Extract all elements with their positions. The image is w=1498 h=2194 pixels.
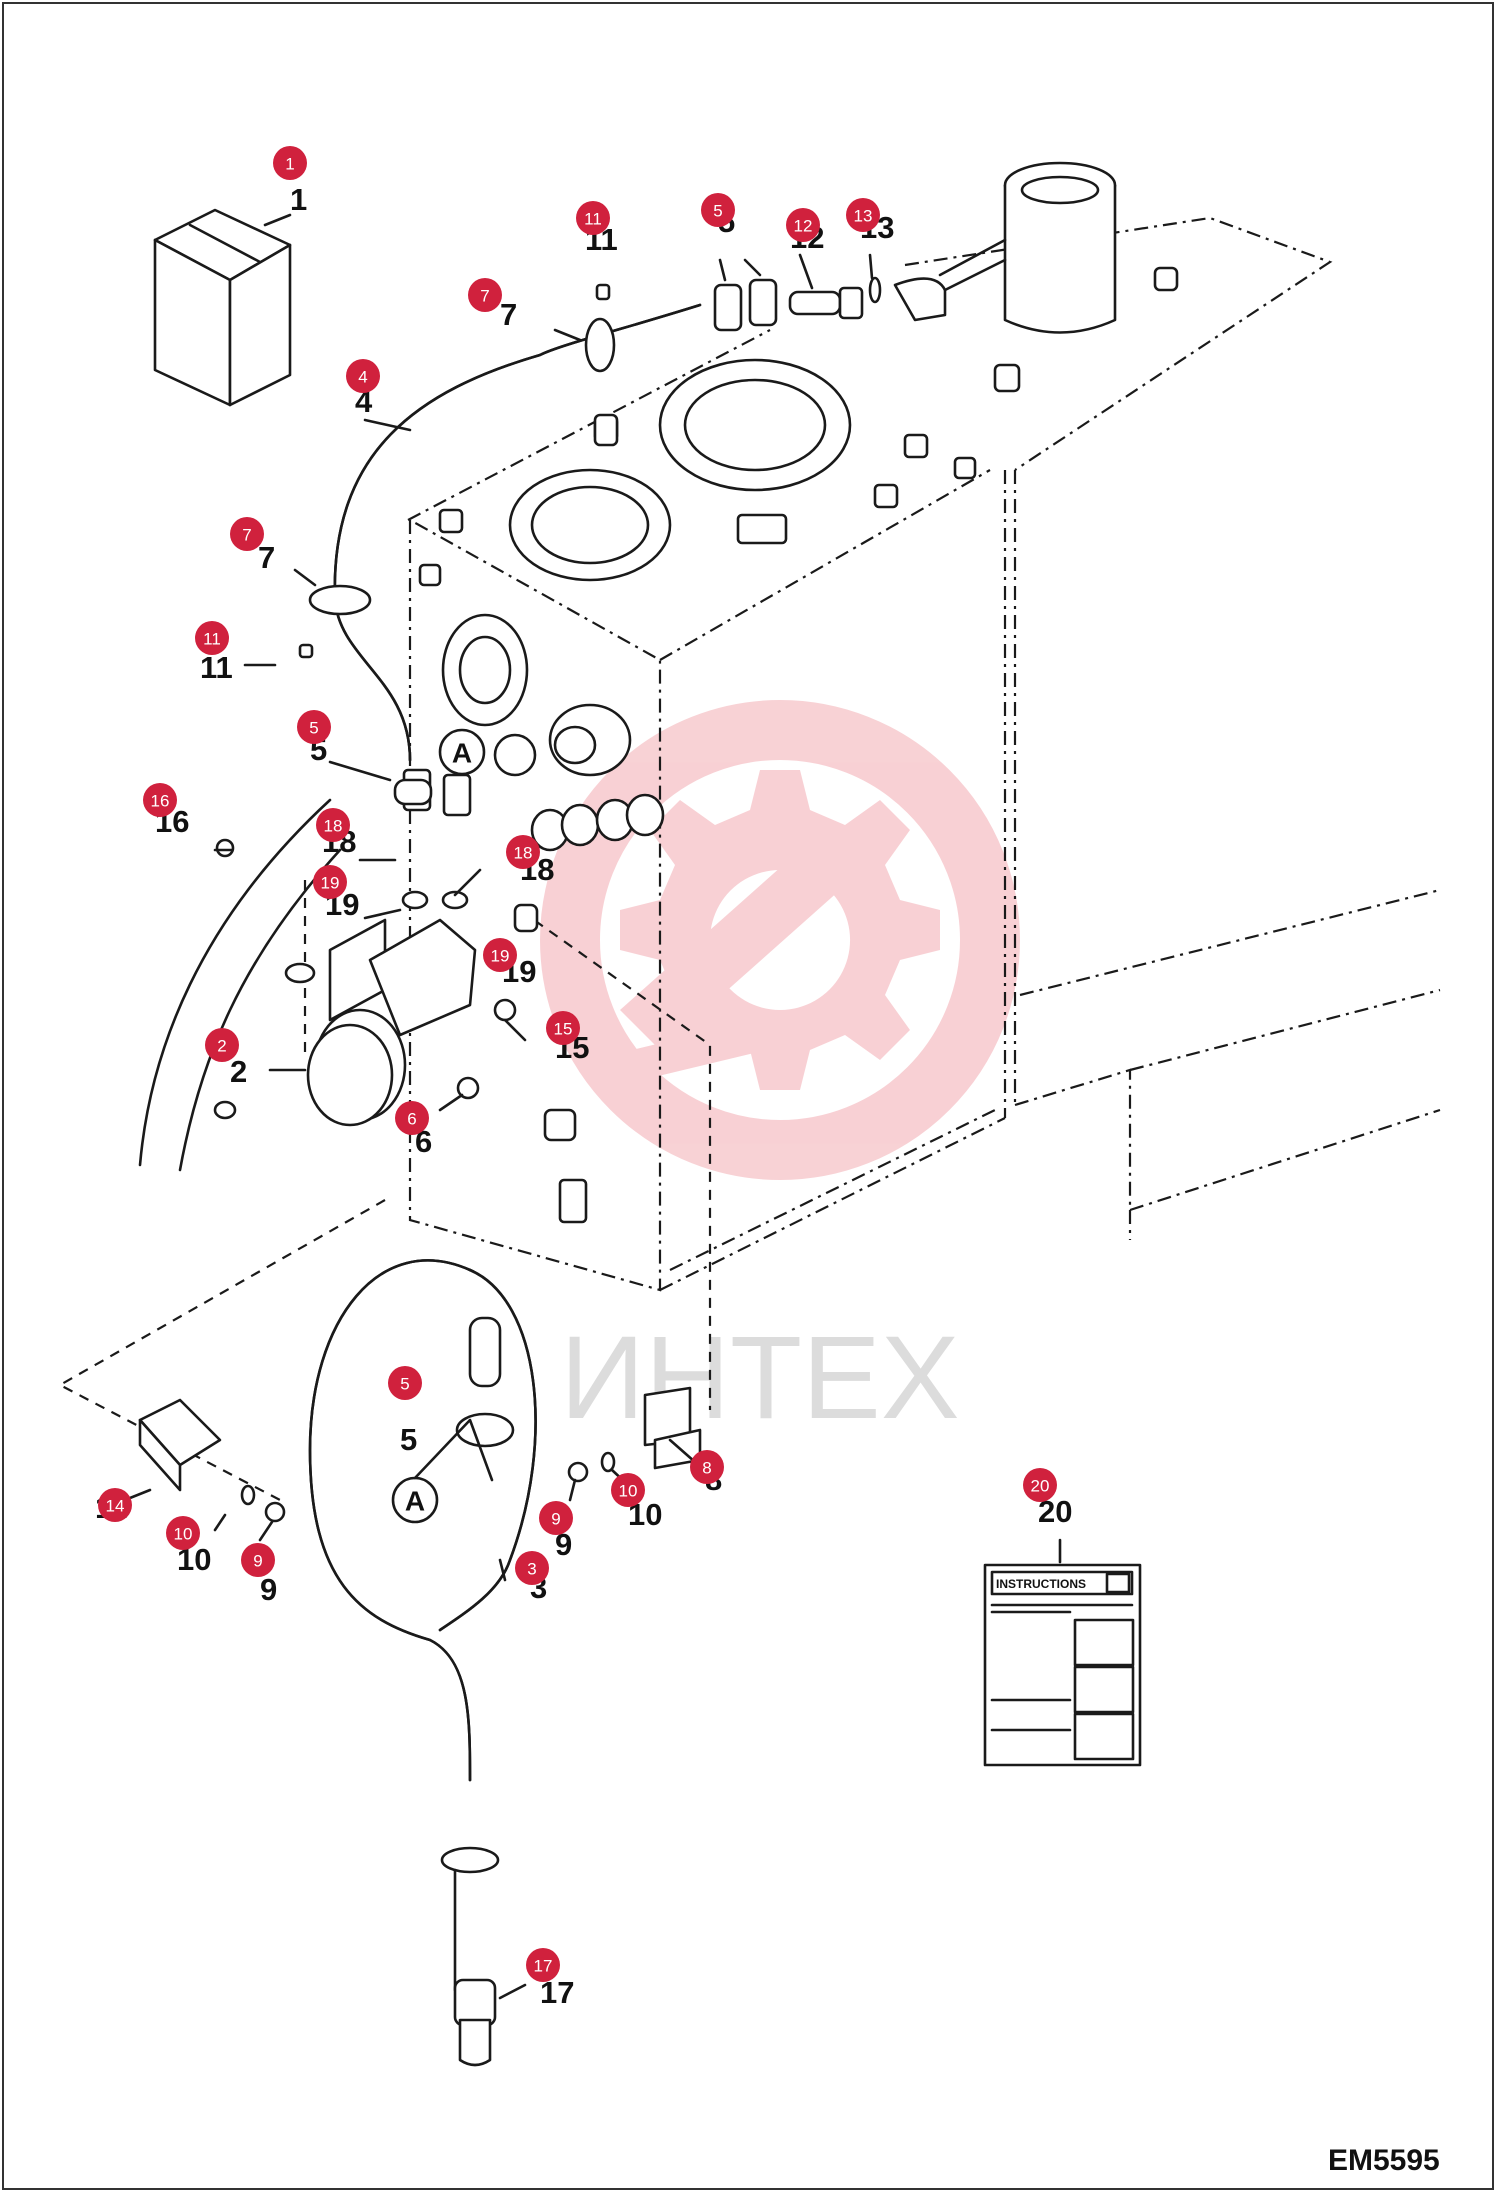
callout-badge-3: 3	[515, 1551, 549, 1585]
callout-badge-18a: 18	[316, 808, 350, 842]
watermark	[540, 700, 1020, 1180]
svg-text:6: 6	[407, 1110, 416, 1129]
svg-text:15: 15	[554, 1020, 573, 1039]
callout-badge-20: 20	[1023, 1468, 1057, 1502]
svg-text:1: 1	[285, 155, 294, 174]
callout-badge-18b: 18	[506, 835, 540, 869]
svg-text:4: 4	[358, 368, 367, 387]
watermark-gear-icon	[620, 770, 940, 1090]
callout-badge-16: 16	[143, 783, 177, 817]
part-number-11b: 11	[200, 650, 233, 685]
filler-neck	[993, 161, 1179, 393]
callout-badge-12: 12	[786, 208, 820, 242]
callout-badge-19b: 19	[483, 938, 517, 972]
callout-badge-14: 14	[98, 1488, 132, 1522]
svg-text:10: 10	[619, 1482, 638, 1501]
svg-text:12: 12	[794, 217, 813, 236]
filter-assembly	[213, 768, 517, 1127]
callout-badge-19a: 19	[313, 865, 347, 899]
svg-text:9: 9	[551, 1510, 560, 1529]
svg-text:11: 11	[584, 210, 602, 229]
section-marker-lower-label: A	[405, 1486, 425, 1517]
svg-text:13: 13	[854, 207, 873, 226]
tank-top	[418, 358, 977, 587]
part-number-7b: 7	[258, 540, 275, 575]
callout-badge-9b: 9	[241, 1543, 275, 1577]
svg-text:10: 10	[174, 1525, 193, 1544]
callout-badges: 1 2 3 4 5 5 5 6 7 7 8 9 9 10 10 11 11 12…	[98, 146, 1057, 1982]
svg-text:2: 2	[217, 1037, 226, 1056]
callout-badge-17: 17	[526, 1948, 560, 1982]
callout-badge-8: 8	[690, 1450, 724, 1484]
callout-badge-4: 4	[346, 359, 380, 393]
callout-badge-10b: 10	[166, 1516, 200, 1550]
section-marker-lower: A	[391, 1418, 494, 1524]
lower-hose	[308, 1259, 537, 2067]
callout-badge-7b: 7	[230, 517, 264, 551]
part-number-9b: 9	[260, 1572, 277, 1607]
upper-fittings	[713, 238, 1007, 332]
svg-text:14: 14	[106, 1497, 125, 1516]
callout-badge-5a: 5	[701, 193, 735, 227]
part-number-9a: 9	[555, 1527, 572, 1562]
callout-badge-6: 6	[395, 1101, 429, 1135]
svg-text:5: 5	[309, 719, 318, 738]
svg-text:19: 19	[491, 947, 510, 966]
callout-badge-5c: 5	[388, 1366, 422, 1400]
watermark-text: ИНТЕХ	[560, 1312, 960, 1444]
callout-badge-13: 13	[846, 198, 880, 232]
callout-badge-11a: 11	[576, 201, 610, 235]
instruction-card: INSTRUCTIONS	[983, 1538, 1142, 1767]
svg-text:3: 3	[527, 1560, 536, 1579]
svg-text:16: 16	[151, 792, 170, 811]
part-number-7a: 7	[500, 297, 517, 332]
part-number-1: 1	[290, 182, 307, 217]
tank-side-ports	[441, 613, 665, 1224]
svg-text:18: 18	[324, 817, 343, 836]
callout-badge-10a: 10	[611, 1473, 645, 1507]
instruction-card-title: INSTRUCTIONS	[996, 1577, 1086, 1591]
svg-text:5: 5	[713, 202, 722, 221]
leader-lines	[123, 213, 874, 2000]
svg-text:7: 7	[480, 287, 489, 306]
part-number-5c: 5	[400, 1422, 417, 1457]
svg-text:9: 9	[253, 1552, 262, 1571]
callout-badge-9a: 9	[539, 1501, 573, 1535]
svg-text:17: 17	[534, 1957, 553, 1976]
section-marker-upper-label: A	[452, 738, 472, 769]
part-number-2: 2	[230, 1054, 247, 1089]
callout-badge-1: 1	[273, 146, 307, 180]
callout-badge-11b: 11	[195, 621, 229, 655]
callout-badge-15: 15	[546, 1011, 580, 1045]
drawing-code: EM5595	[1328, 2144, 1440, 2177]
section-marker-upper: A	[438, 728, 486, 776]
part-number-4: 4	[355, 384, 373, 419]
svg-text:18: 18	[514, 844, 533, 863]
svg-text:8: 8	[702, 1459, 711, 1478]
callout-badge-5b: 5	[297, 710, 331, 744]
callout-badge-2: 2	[205, 1028, 239, 1062]
callout-badge-7a: 7	[468, 278, 502, 312]
svg-text:7: 7	[242, 526, 251, 545]
svg-text:5: 5	[400, 1375, 409, 1394]
svg-text:19: 19	[321, 874, 340, 893]
box-part	[153, 208, 292, 407]
svg-text:11: 11	[203, 630, 221, 649]
lower-brackets	[138, 1386, 702, 1523]
svg-text:20: 20	[1031, 1477, 1050, 1496]
